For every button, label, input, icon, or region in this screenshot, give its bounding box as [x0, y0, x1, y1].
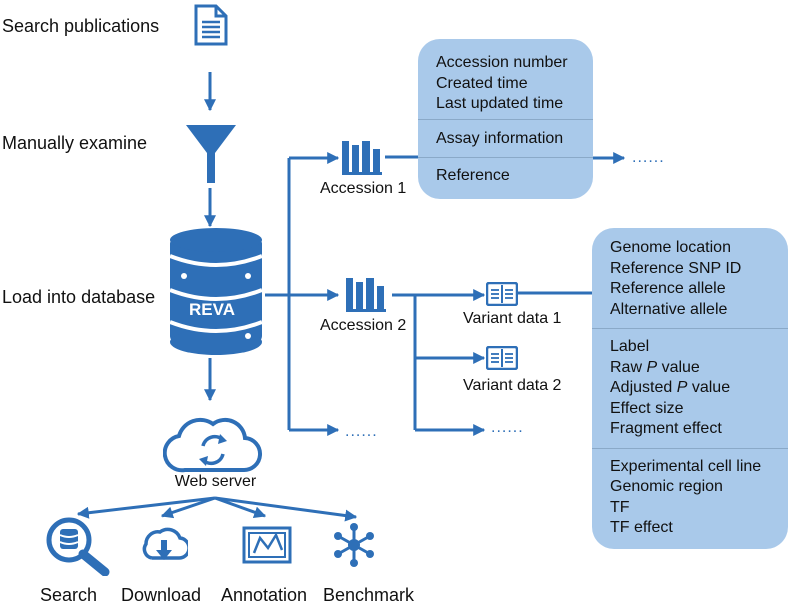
more-variants: ...... — [491, 419, 524, 436]
variant-data-2-label: Variant data 2 — [463, 377, 562, 394]
assay-section: Assay information — [418, 118, 593, 158]
variant-stats-section: Label Raw P value Adjusted P value Effec… — [592, 328, 788, 448]
open-book-icon — [486, 346, 518, 370]
card-field: Accession number — [436, 54, 568, 71]
card-field: Assay information — [436, 129, 564, 147]
accession-info-card: Accession number Created time Last updat… — [418, 39, 593, 199]
card-field: Alternative allele — [610, 300, 728, 318]
open-book-icon — [486, 282, 518, 306]
variant-data-1-label: Variant data 1 — [463, 310, 562, 327]
variant-context-section: Experimental cell line Genomic region TF… — [592, 447, 788, 539]
manually-examine-label: Manually examine — [2, 133, 148, 153]
books-icon — [346, 278, 386, 312]
search-label: Search — [40, 585, 98, 605]
cloud-download-icon — [142, 527, 188, 560]
card-field: Genome location — [610, 239, 731, 256]
search-publications-label: Search publications — [2, 16, 160, 36]
card-field: Label — [610, 338, 650, 355]
card-field: Raw P value — [610, 358, 700, 376]
database-name: REVA — [189, 300, 235, 319]
card-field: Adjusted P value — [610, 379, 731, 396]
search-database-icon — [46, 517, 110, 576]
card-field: Genomic region — [610, 478, 723, 495]
card-field: Experimental cell line — [610, 457, 762, 475]
books-icon — [342, 141, 382, 175]
annotation-label: Annotation — [221, 585, 308, 605]
reference-section: Reference — [418, 157, 593, 187]
more-accessions: ...... — [345, 423, 378, 440]
card-field: Reference allele — [610, 280, 726, 297]
document-icon — [194, 4, 228, 46]
card-field: TF — [610, 498, 630, 516]
database-icon — [170, 228, 262, 355]
benchmark-label: Benchmark — [323, 585, 415, 605]
accession-2-label: Accession 2 — [320, 317, 407, 334]
web-server-label: Web server — [174, 473, 257, 490]
download-label: Download — [121, 585, 202, 605]
funnel-icon — [186, 125, 236, 183]
card-field: Reference SNP ID — [610, 259, 742, 277]
network-icon — [334, 523, 374, 567]
accession-meta-section: Accession number Created time Last updat… — [418, 53, 593, 119]
card-field: Created time — [436, 74, 528, 92]
cloud-sync-icon — [163, 417, 262, 473]
card-field: Effect size — [610, 399, 684, 417]
accession-1-label: Accession 1 — [320, 180, 407, 197]
card-field: TF effect — [610, 519, 673, 536]
variant-info-card: Genome location Reference SNP ID Referen… — [592, 228, 788, 549]
more-accession-fields: ...... — [632, 149, 665, 166]
card-field: Fragment effect — [610, 420, 722, 437]
card-field: Last updated time — [436, 95, 564, 112]
load-into-database-label: Load into database — [2, 287, 156, 307]
card-field: Reference — [436, 167, 510, 184]
variant-location-section: Genome location Reference SNP ID Referen… — [592, 238, 788, 328]
annotation-icon — [242, 526, 292, 564]
